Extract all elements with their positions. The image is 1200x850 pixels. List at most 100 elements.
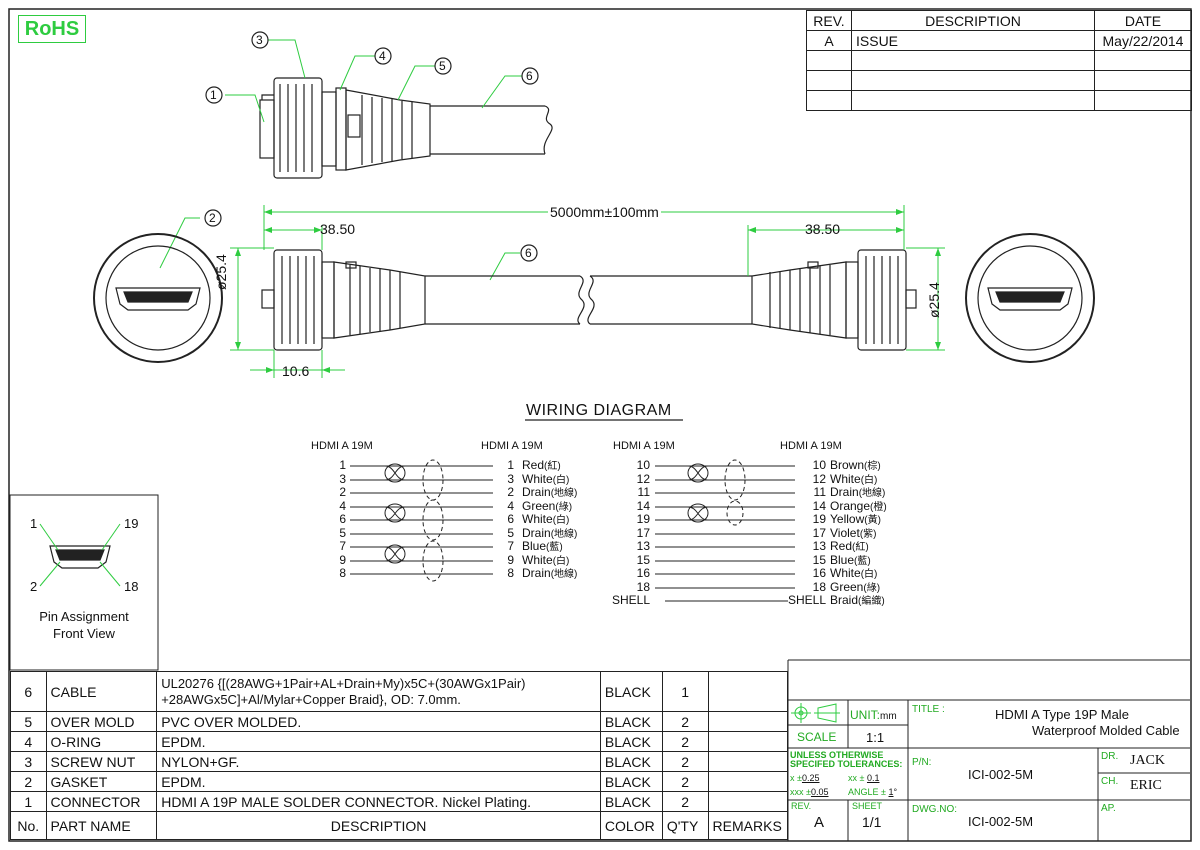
tolerance-angle: ANGLE ± 1° [848,787,898,797]
bom-part: GASKET [45,771,158,792]
ch-label: CH. [1101,776,1119,787]
tol-xxx-label: xxx [790,787,804,797]
leader-lines-top [159,39,522,281]
wire-color-chinese: (橙) [870,501,887,513]
pin-label-19: 19 [124,516,139,531]
bom-header-no: No. [10,811,47,840]
wire-color-label: Green(綠) [830,581,880,594]
bom-desc: EPDM. [156,771,601,792]
wire-pin-right: 1 [507,458,514,472]
wire-pin-left: 8 [339,566,346,580]
wire-color-label: Blue(藍) [830,554,871,567]
pn-value: ICI-002-5M [968,767,1034,782]
wire-pin-left: 5 [339,525,346,540]
bom-color: BLACK [599,771,663,792]
left-group-header-left: HDMI A 19M [311,440,373,452]
rev-description: ISSUE [851,30,1095,51]
wire-color-label: White(白) [522,513,569,526]
bom-no: 5 [10,711,47,732]
dwg-label: DWG.NO: [912,804,957,815]
bom-desc-line2: +28AWGx5C]+Al/Mylar+Copper Braid}, OD: 7… [161,691,461,707]
dwg-value: ICI-002-5M [968,814,1034,829]
wire-pin-right: 3 [507,471,514,486]
cable-body [425,275,752,325]
wire-color-label: Braid(編織) [830,594,885,607]
pin-assignment-box [9,494,159,671]
ap-label: AP. [1101,803,1116,814]
wire-color-chinese: (綠) [863,582,881,594]
bom-table: 6 CABLE UL20276 {[(28AWG+1Pair+AL+Drain+… [10,671,789,840]
callout-3: 3 [256,33,263,47]
wire-pin-left: SHELL [611,593,650,607]
wire-pin-left: 12 [636,471,650,486]
wire-pin-right: 11 [813,485,826,499]
wiring-lines-left [350,459,493,582]
wiring-lines-right [655,459,795,602]
title-block-frame [787,659,1190,841]
wire-pin-left: 13 [636,539,650,553]
wire-color-label: Drain(地線) [522,486,577,499]
sheet-border [8,8,1192,842]
wire-pin-right: 19 [812,512,826,526]
wire-color-name: Yellow [830,512,865,526]
bom-part: SCREW NUT [45,751,158,772]
bom-color: BLACK [599,731,663,752]
rev-value: A [806,30,852,51]
wire-color-name: White [830,566,861,580]
ch-value: ERIC [1130,778,1162,793]
dr-label: DR. [1101,751,1119,762]
wire-pin-right: 15 [812,552,826,567]
wire-pin-left: 10 [636,458,650,472]
right-group-header-right: HDMI A 19M [780,440,842,452]
bom-header-part: PART NAME [45,811,158,840]
callout-circles [204,31,539,262]
wire-color-name: Orange [830,498,871,513]
wire-pin-right: 7 [507,539,514,553]
wire-pin-right: 6 [507,512,514,526]
wire-color-chinese: (白) [860,569,878,580]
callout-5: 5 [439,59,446,73]
bom-remarks [707,671,789,712]
total-length-dim: 5000mm±100mm [548,204,661,220]
revision-table: REV. DESCRIPTION DATE A ISSUE May/22/201… [806,10,1192,111]
bom-part: CONNECTOR [45,791,158,812]
wire-color-chinese: (紫) [859,528,877,540]
dimension-arrows [235,209,941,373]
tol-x-value: 0.25 [801,773,820,783]
bom-qty: 2 [661,711,709,732]
projection-symbol [791,703,840,723]
wire-color-name: Braid [830,593,859,607]
wire-pin-left: 6 [339,512,346,526]
pin-caption-1: Pin Assignment [39,609,129,624]
wire-pin-right: 10 [812,458,826,472]
rev-header: REV. [806,10,852,31]
wire-color-chinese: (紅) [852,542,869,553]
wire-color-chinese: (紅) [544,461,561,472]
bom-part: OVER MOLD [45,711,158,732]
pin-label-18: 18 [124,579,139,594]
pin-label-2: 2 [30,579,38,594]
bom-desc: HDMI A 19P MALE SOLDER CONNECTOR. Nickel… [156,791,601,812]
wire-color-name: Drain [522,485,551,499]
wiring-diagram-title: WIRING DIAGRAM [526,402,672,419]
wire-pin-left: 7 [339,539,346,553]
unit-label: UNIT:mm [850,709,897,722]
revision-empty-row [806,50,1192,71]
wire-color-name: Red [830,539,853,553]
wire-pin-left: 17 [636,525,650,540]
bom-no: 6 [10,671,47,712]
front-view-left [93,233,223,363]
wire-color-chinese: (地線) [550,569,578,580]
wire-color-chinese: (黃) [864,515,881,526]
bom-qty: 2 [661,771,709,792]
title-label: TITLE : [912,704,945,715]
wire-color-chinese: (藍) [546,542,563,553]
wire-pin-left: 18 [636,579,650,594]
wire-pin-right: SHELL [787,593,826,607]
rev-value-block: A [814,814,825,831]
wire-pin-left: 15 [636,552,650,567]
wire-pin-right: 14 [812,498,826,513]
